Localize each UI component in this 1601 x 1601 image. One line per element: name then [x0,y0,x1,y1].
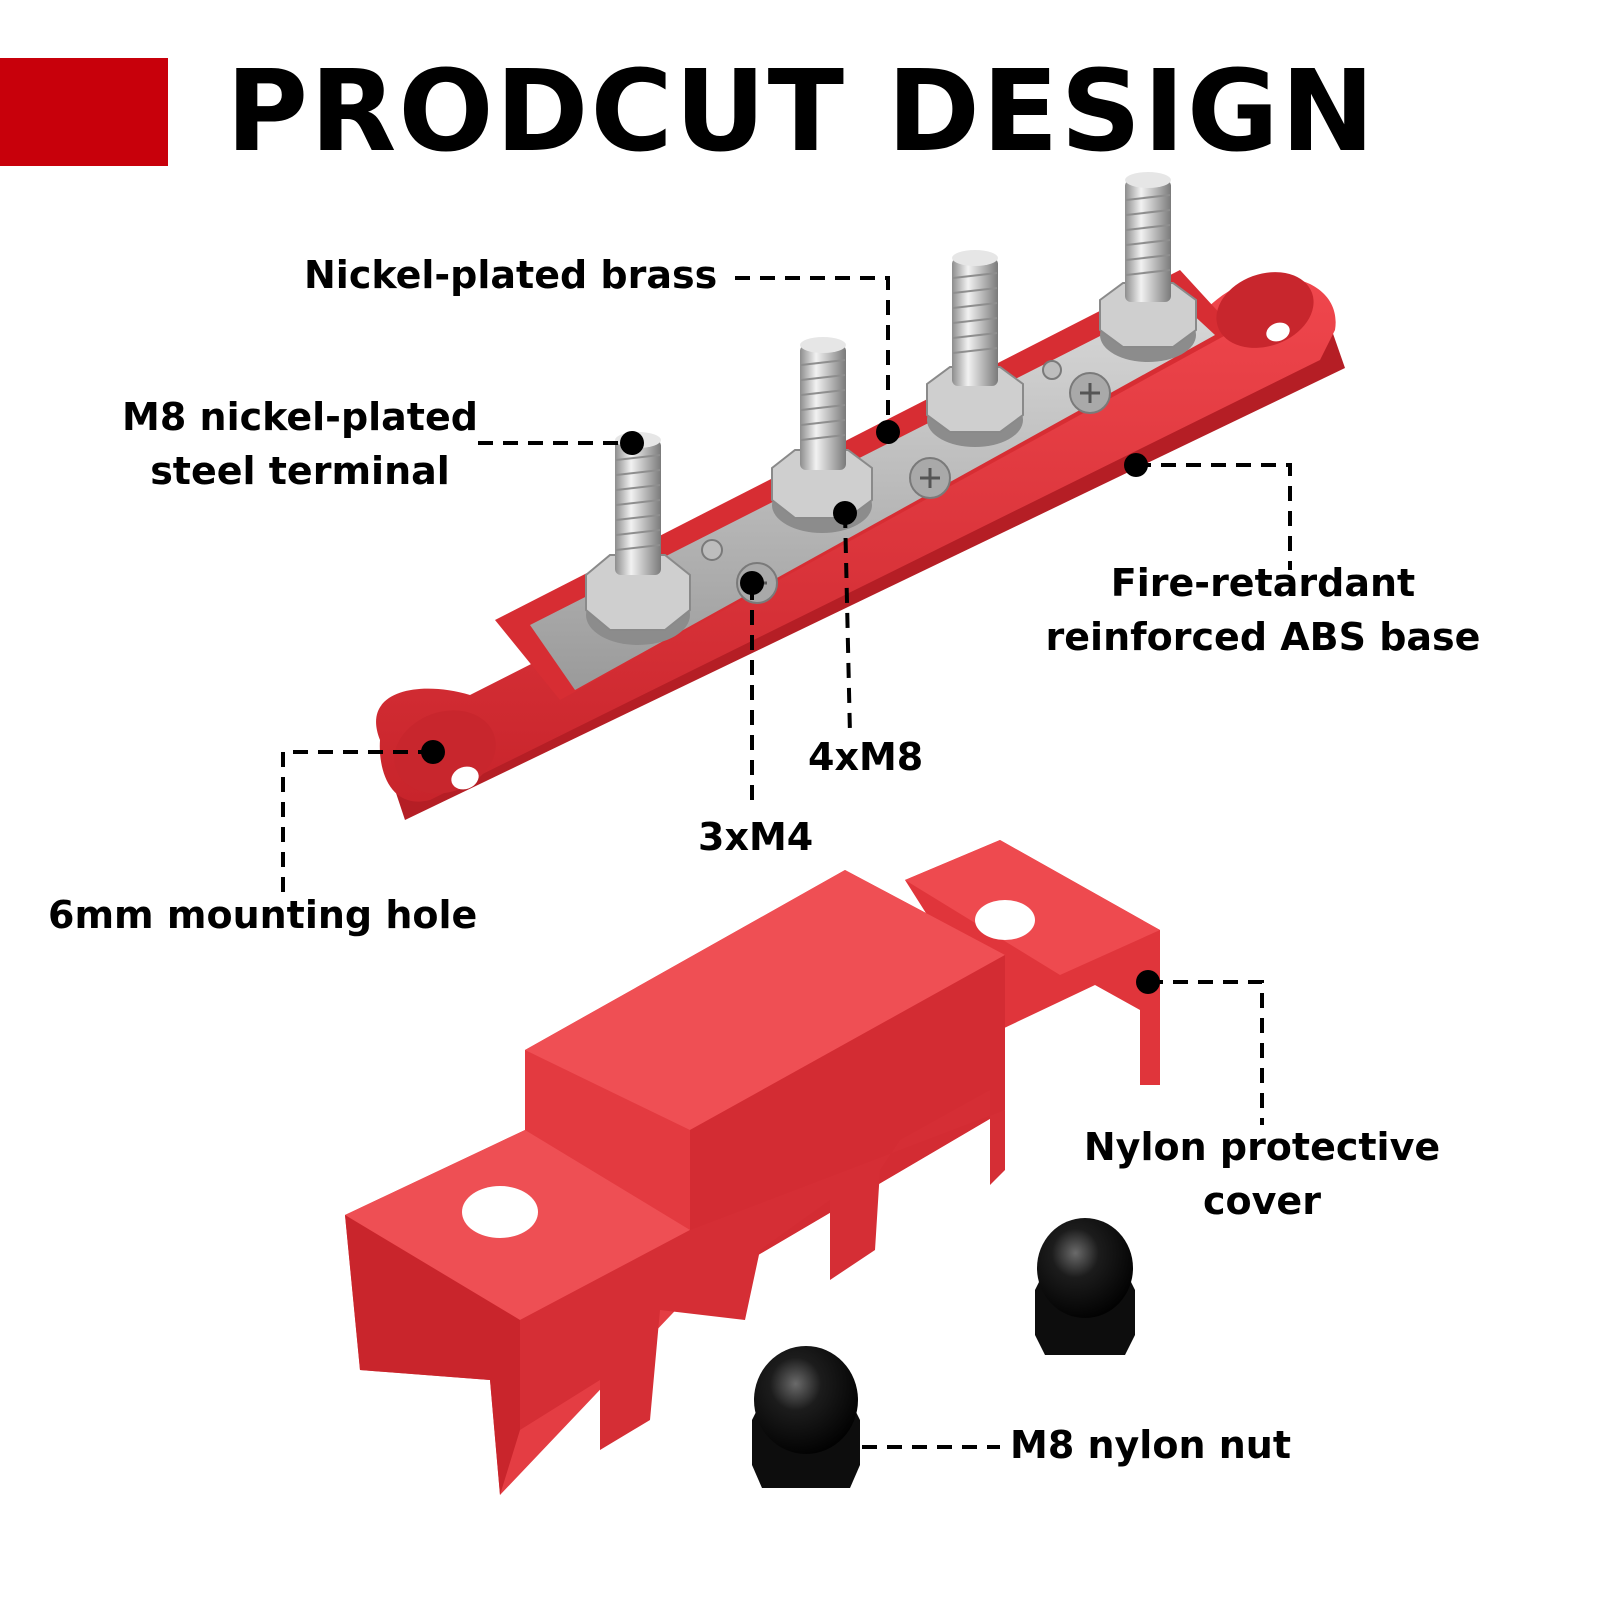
cover-hole-right [975,900,1035,940]
leader-nylon-cover [1148,980,1264,1125]
label-3xm4: 3xM4 [698,815,814,859]
protective-cover [345,840,1160,1495]
label-mounting-hole: 6mm mounting hole [48,893,478,937]
label-nickel-plated-brass: Nickel-plated brass [304,253,718,297]
label-m8-terminal: M8 nickel-plated steel terminal [122,395,478,493]
cover-hole-left [462,1186,538,1238]
page-title: PRODCUT DESIGN [226,47,1377,177]
leader-fire-retardant [1136,463,1292,570]
label-m8-nylon-nut: M8 nylon nut [1010,1423,1291,1467]
leader-nickel-brass [735,276,890,430]
nylon-nuts [752,1218,1135,1488]
title-accent-block [0,58,168,166]
label-nylon-cover: Nylon protective cover [1083,1125,1441,1223]
label-4xm8: 4xM8 [808,735,924,779]
leader-4xm8 [843,512,852,736]
label-fire-retardant-base: Fire-retardant reinforced ABS base [1045,561,1481,659]
leader-mounting-hole [281,750,433,895]
leader-dots [421,420,1160,994]
stud-terminals [585,172,1197,645]
leader-lines [281,276,1292,1449]
